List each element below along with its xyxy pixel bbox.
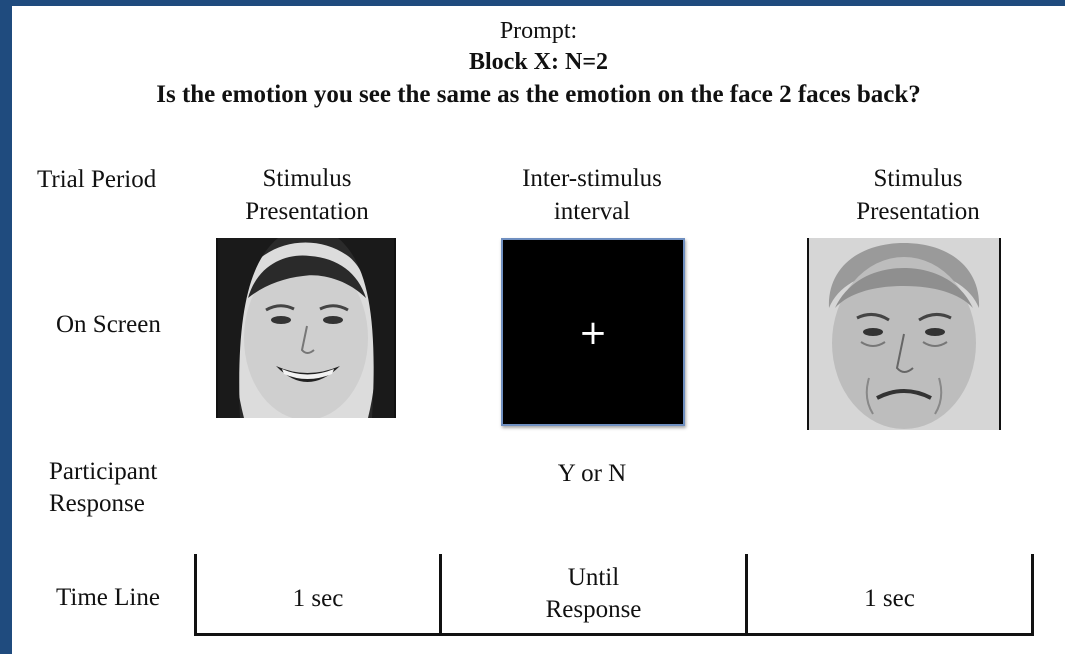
column-header-line2: Presentation	[245, 198, 369, 225]
column-header-stimulus-2: Stimulus Presentation	[828, 162, 1008, 228]
column-header-line1: Inter-stimulus	[522, 165, 662, 192]
column-header-line1: Stimulus	[262, 165, 352, 192]
timeline-segment-3: 1 sec	[864, 585, 915, 612]
prompt-block: Block X: N=2	[468, 49, 608, 75]
timeline-segment-2-line2: Response	[545, 596, 642, 623]
face-image-happy	[216, 238, 396, 418]
row-label-on-screen: On Screen	[56, 311, 161, 338]
timeline-tick	[439, 554, 442, 636]
row-label-time-line: Time Line	[56, 584, 160, 611]
column-header-isi: Inter-stimulus interval	[482, 162, 702, 228]
row-label-participant-line2: Response	[49, 490, 145, 517]
timeline-tick	[745, 554, 748, 636]
face-image-sad	[807, 238, 1001, 430]
row-label-participant-response: Participant Response	[49, 456, 157, 520]
timeline-segment-2-line1: Until	[567, 564, 620, 591]
row-label-participant-line1: Participant	[49, 458, 158, 485]
timeline-segment-1: 1 sec	[292, 585, 344, 612]
prompt-question: Is the emotion you see the same as the e…	[156, 81, 921, 108]
column-header-line1: Stimulus	[873, 165, 963, 192]
timeline-segment-2: Until Response	[442, 562, 745, 626]
fixation-cross-icon: +	[578, 313, 608, 353]
timeline-tick	[1031, 554, 1034, 636]
column-header-line2: interval	[553, 198, 631, 225]
response-isi: Y or N	[557, 460, 627, 487]
row-label-trial-period: Trial Period	[37, 166, 157, 193]
column-header-line2: Presentation	[856, 198, 980, 225]
timeline-tick	[194, 554, 197, 636]
timeline-axis	[194, 633, 1034, 636]
prompt-label: Prompt:	[499, 18, 578, 44]
isi-black-screen: +	[501, 238, 685, 426]
column-header-stimulus-1: Stimulus Presentation	[217, 162, 397, 228]
diagram-panel: Prompt: Block X: N=2 Is the emotion you …	[12, 6, 1065, 654]
